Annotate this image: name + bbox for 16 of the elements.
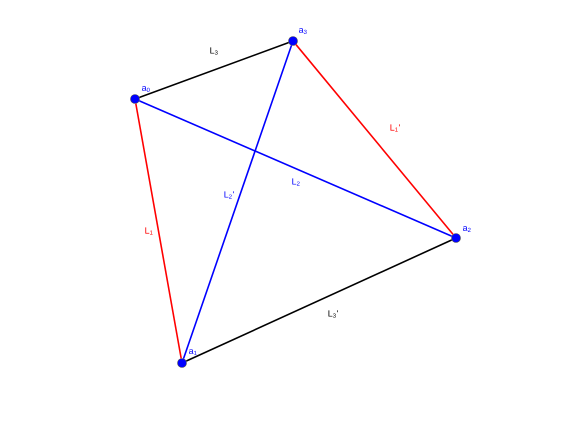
line-segment bbox=[182, 45, 292, 359]
edge-label: L$_{1}$ bbox=[145, 227, 153, 235]
point-label: a$_{0}$ bbox=[142, 86, 150, 92]
line-segment bbox=[186, 239, 452, 362]
edge-label: L$_{1}$' bbox=[390, 124, 400, 132]
point-label: a$_{3}$ bbox=[298, 28, 307, 34]
line-segment bbox=[295, 44, 454, 235]
point-label: a$_{2}$ bbox=[462, 226, 471, 232]
edge-label: L$_{2}$ bbox=[292, 178, 300, 186]
line-segment bbox=[139, 100, 452, 237]
line-segment bbox=[135, 104, 182, 358]
edge-label: L$_{3}$ bbox=[210, 47, 218, 55]
edge-label: L$_{3}$' bbox=[328, 310, 338, 318]
point-label: a$_{1}$ bbox=[188, 349, 197, 355]
line-segment bbox=[139, 42, 289, 98]
edge-label: L$_{2}$' bbox=[224, 191, 234, 199]
